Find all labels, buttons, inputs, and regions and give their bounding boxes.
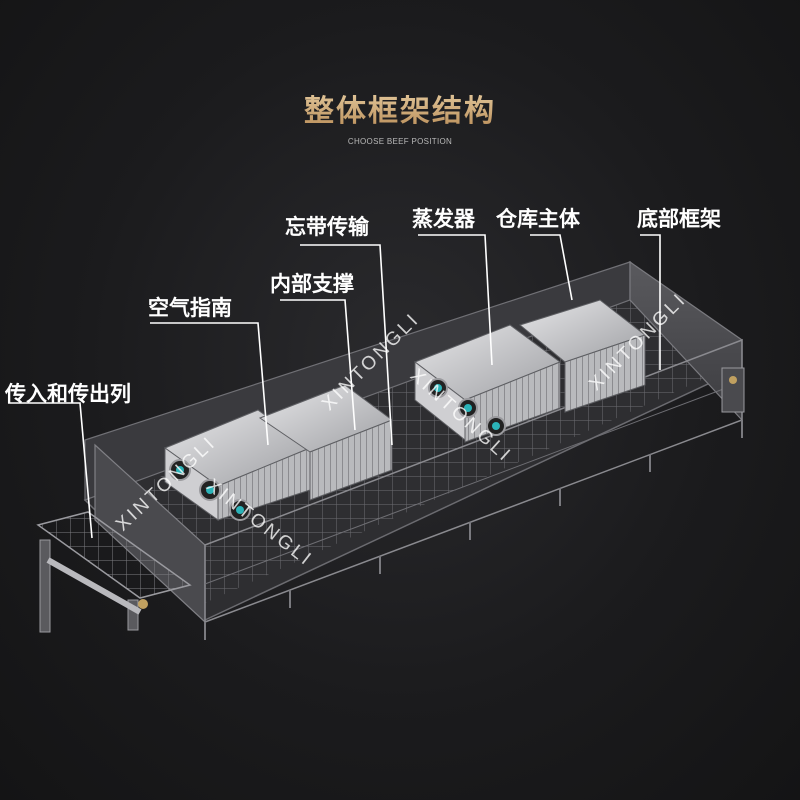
label-bottom-frame: 底部框架 [637,207,721,231]
leader-air-guide [150,322,269,446]
label-mesh-belt: 忘带传输 [285,215,369,239]
label-in-out-conveyor: 传入和传出列 [5,382,131,406]
leader-internal-support [280,299,356,431]
leader-evaporator [418,234,493,366]
evaporator-unit-1 [163,384,394,521]
callout-leaders [8,234,661,539]
infeed-conveyor [36,511,192,633]
leader-mesh-belt [300,244,393,446]
leader-warehouse [530,234,573,301]
label-warehouse-body: 仓库主体 [496,207,580,231]
page-title: 整体框架结构 [0,86,800,130]
label-air-guide: 空气指南 [148,296,232,320]
evaporator-unit-2 [413,299,647,443]
leader-bottom-frame [640,234,661,370]
page-subtitle: CHOOSE BEEF POSITION [347,137,453,146]
label-evaporator: 蒸发器 [412,207,475,231]
outfeed-conveyor [721,367,745,413]
label-internal-support: 内部支撑 [270,272,354,296]
leader-in-out [8,402,93,539]
bottom-legs [204,420,743,640]
